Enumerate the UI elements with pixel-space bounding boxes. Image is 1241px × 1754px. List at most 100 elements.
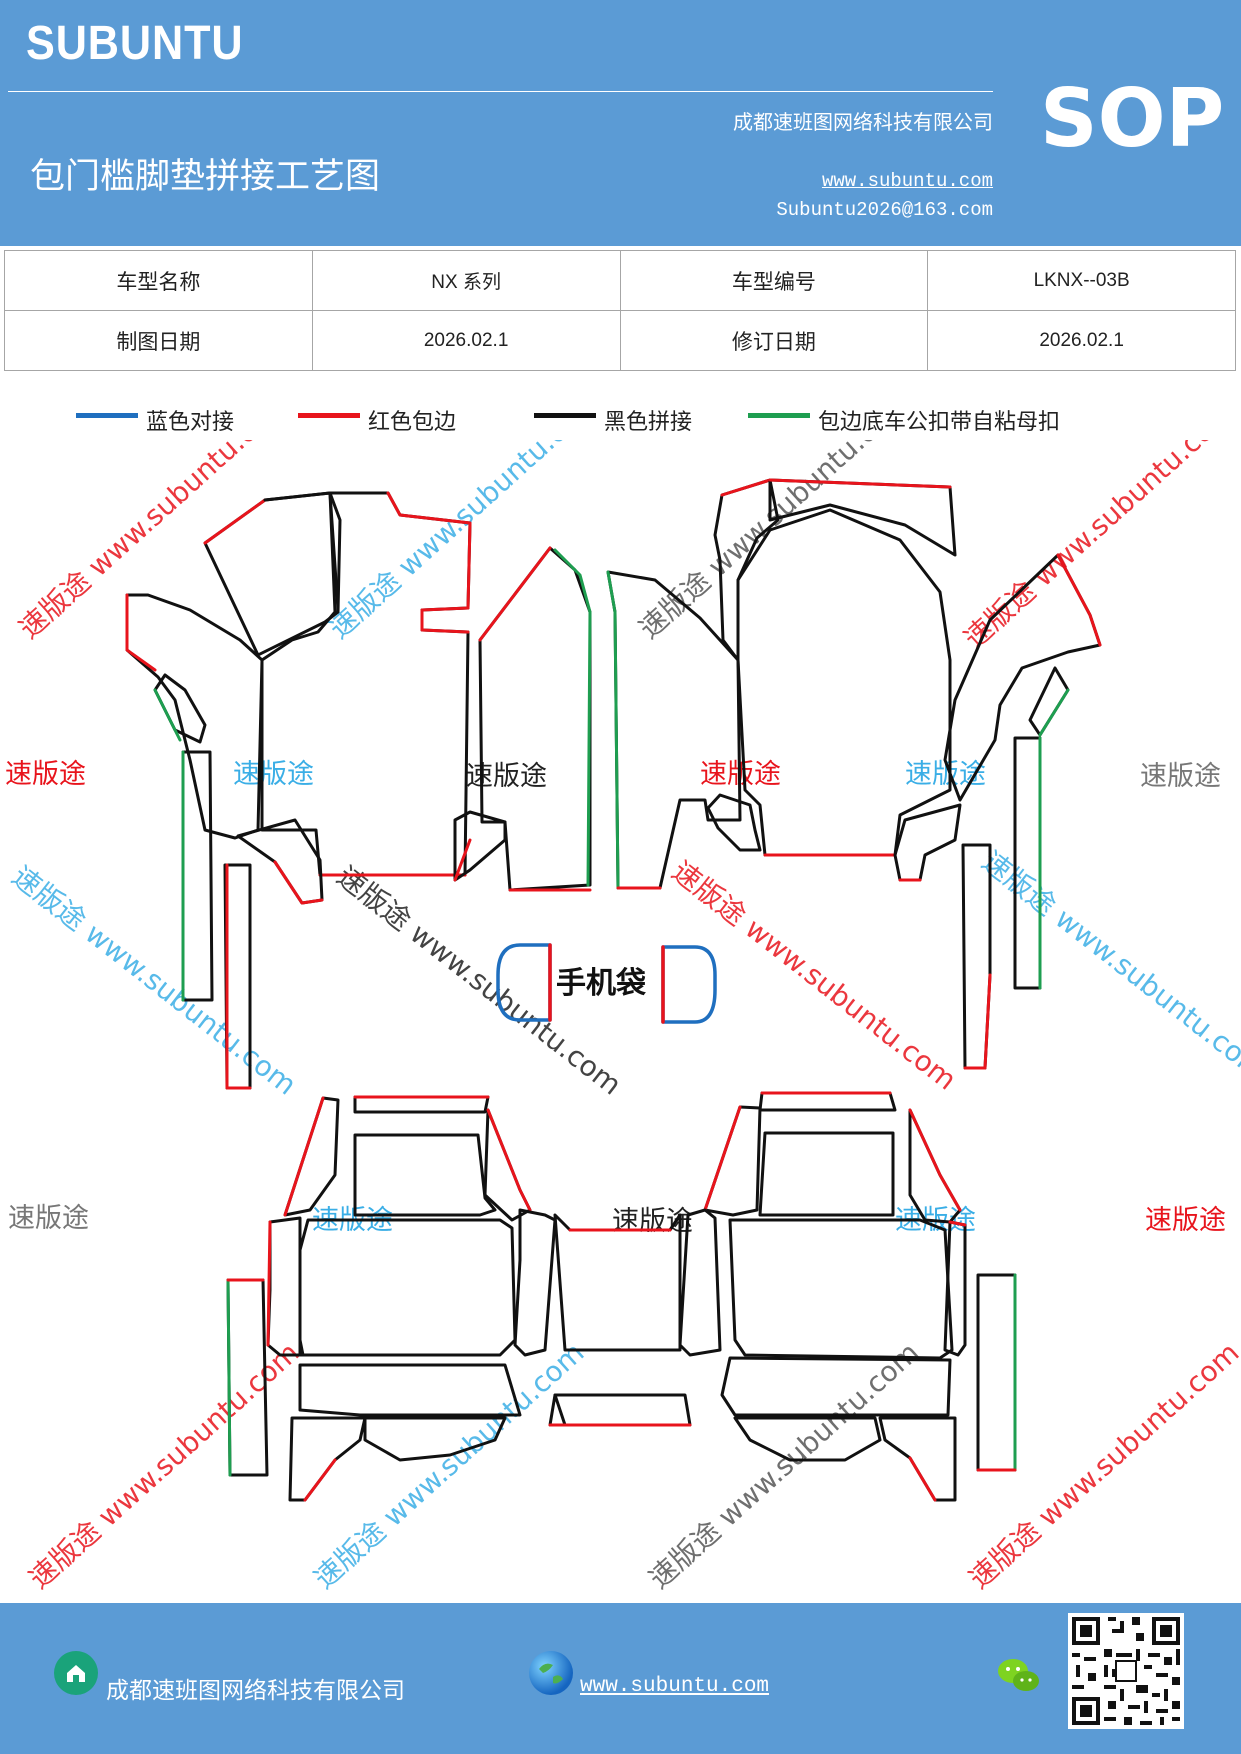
cell-model-code-label: 车型编号 bbox=[619, 250, 929, 311]
mat-piece bbox=[353, 1133, 497, 1217]
watermark-diagonal: 速版途 www.subuntu.com bbox=[666, 855, 963, 1097]
mat-piece bbox=[893, 803, 962, 882]
rear-mat-group bbox=[226, 1091, 1017, 1502]
mat-piece bbox=[553, 1393, 692, 1427]
home-icon bbox=[54, 1651, 98, 1695]
brand-logo: SUBUNTU bbox=[26, 17, 244, 70]
mat-edge bbox=[386, 491, 472, 634]
mat-piece bbox=[706, 793, 762, 852]
mat-piece bbox=[353, 1095, 490, 1114]
watermark-diagonal: 速版途 www.subuntu.com bbox=[23, 1336, 306, 1590]
mat-edge bbox=[125, 593, 157, 672]
color-legend: 蓝色对接 红色包边 黑色拼接 包边底车公扣带自粘母扣 bbox=[0, 400, 1241, 440]
cell-draw-date-label: 制图日期 bbox=[4, 310, 313, 371]
header-divider bbox=[8, 91, 993, 92]
mat-edge bbox=[720, 478, 772, 497]
mat-piece bbox=[513, 1208, 557, 1357]
cell-draw-date-value: 2026.02.1 bbox=[311, 310, 621, 371]
phone-bag-group: 手机袋 bbox=[496, 943, 717, 1024]
header-website-link[interactable]: www.subuntu.com bbox=[821, 170, 993, 192]
watermark-text: 速版途 bbox=[1140, 761, 1221, 792]
footer-website-link[interactable]: www.subuntu.com bbox=[580, 1675, 770, 1698]
legend-swatch bbox=[76, 412, 138, 418]
watermark-diagonal: 速版途 www.subuntu.com bbox=[958, 440, 1241, 655]
mat-piece bbox=[728, 1218, 954, 1360]
legend-swatch bbox=[748, 412, 810, 418]
mat-edge bbox=[1056, 553, 1102, 647]
header-company: 成都速班图网络科技有限公司 bbox=[733, 110, 993, 134]
mat-edge bbox=[283, 1096, 325, 1217]
phone-bag-label: 手机袋 bbox=[556, 966, 646, 1001]
legend-swatch bbox=[534, 412, 596, 418]
header-banner: SUBUNTU 成都速班图网络科技有限公司 包门槛脚垫拼接工艺图 www.sub… bbox=[0, 0, 1241, 246]
mat-edge bbox=[703, 1105, 742, 1212]
mat-edge bbox=[606, 570, 620, 890]
mat-piece bbox=[298, 1363, 522, 1417]
legend-item-red: 红色包边 bbox=[298, 400, 456, 440]
footer-banner: 成都速班图网络科技有限公司 www.subuntu.com bbox=[0, 1603, 1241, 1754]
wechat-icon bbox=[996, 1655, 1042, 1695]
mat-piece bbox=[758, 1091, 897, 1112]
mat-piece bbox=[283, 1096, 340, 1217]
sop-badge: SOP bbox=[1040, 72, 1225, 165]
mat-piece bbox=[363, 1416, 507, 1462]
mat-edge bbox=[453, 838, 472, 882]
vehicle-info-table: 车型名称 NX 系列 车型编号 LKNX--03B 制图日期 2026.02.1… bbox=[4, 250, 1236, 371]
cell-model-name-label: 车型名称 bbox=[4, 250, 313, 311]
mat-edge bbox=[273, 860, 324, 905]
mat-edge bbox=[153, 688, 182, 742]
globe-icon bbox=[529, 1651, 573, 1695]
mat-edge bbox=[553, 548, 592, 887]
mat-piece bbox=[478, 546, 592, 892]
mat-edge bbox=[203, 498, 267, 545]
mat-piece bbox=[720, 1356, 952, 1417]
legend-item-black: 黑色拼接 bbox=[534, 400, 692, 440]
mat-piece bbox=[943, 1220, 967, 1357]
watermark-diagonal: 速版途 www.subuntu.com bbox=[13, 440, 296, 645]
legend-label: 包边底车公扣带自粘母扣 bbox=[818, 410, 1061, 435]
mat-edge bbox=[908, 1456, 937, 1502]
watermark-diagonal: 速版途 www.subuntu.com bbox=[308, 1336, 591, 1590]
mat-edge bbox=[303, 1458, 337, 1502]
mat-edge bbox=[963, 973, 992, 1070]
table-row: 车型名称 NX 系列 车型编号 LKNX--03B bbox=[4, 250, 1236, 311]
mat-edge bbox=[226, 1278, 232, 1477]
header-email: Subuntu2026@163.com bbox=[776, 199, 993, 221]
mat-edge bbox=[266, 1220, 272, 1347]
mat-piece bbox=[878, 1416, 957, 1502]
mat-piece bbox=[976, 1273, 1017, 1472]
front-left-mat-group bbox=[125, 491, 592, 1090]
watermark-diagonal: 速版途 www.subuntu.com bbox=[643, 1336, 926, 1590]
mat-piece bbox=[288, 1416, 367, 1502]
watermark-text: 速版途 bbox=[1145, 1205, 1226, 1236]
mat-piece bbox=[483, 1108, 532, 1222]
mat-edge bbox=[486, 1108, 532, 1212]
watermark-text: 速版途 bbox=[233, 759, 314, 790]
watermark-diagonal: 速版途 www.subuntu.com bbox=[323, 440, 606, 645]
phone-bag-piece bbox=[496, 943, 552, 1022]
mat-edge bbox=[548, 1393, 557, 1427]
legend-label: 蓝色对接 bbox=[146, 410, 235, 435]
mat-edge bbox=[1038, 688, 1070, 737]
phone-bag-piece bbox=[661, 945, 717, 1024]
legend-item-blue: 蓝色对接 bbox=[76, 400, 234, 440]
mat-edge bbox=[478, 546, 552, 642]
legend-item-green: 包边底车公扣带自粘母扣 bbox=[748, 400, 1060, 440]
watermark-diagonal: 速版途 www.subuntu.com bbox=[963, 1336, 1241, 1590]
watermark-text: 速版途 bbox=[466, 761, 547, 792]
mat-edge bbox=[263, 491, 340, 612]
cell-model-name-value: NX 系列 bbox=[311, 250, 621, 311]
mat-edge bbox=[768, 478, 952, 489]
cell-model-code-value: LKNX--03B bbox=[927, 250, 1236, 311]
footer-company: 成都速班图网络科技有限公司 bbox=[106, 1678, 405, 1704]
mat-edge bbox=[225, 863, 252, 1090]
mat-piece bbox=[678, 1208, 722, 1357]
mat-layout-diagram: 速版途 www.subuntu.com 速版途 www.subuntu.com … bbox=[5, 440, 1241, 1590]
document-title: 包门槛脚垫拼接工艺图 bbox=[30, 157, 381, 197]
mat-piece bbox=[758, 1131, 895, 1217]
mat-piece bbox=[703, 1105, 762, 1217]
cell-revise-date-label: 修订日期 bbox=[619, 310, 929, 371]
watermark-text: 速版途 bbox=[5, 759, 86, 790]
watermark-diagonal: 速版途 www.subuntu.com bbox=[6, 860, 303, 1102]
front-right-mat-group bbox=[606, 478, 1102, 1070]
